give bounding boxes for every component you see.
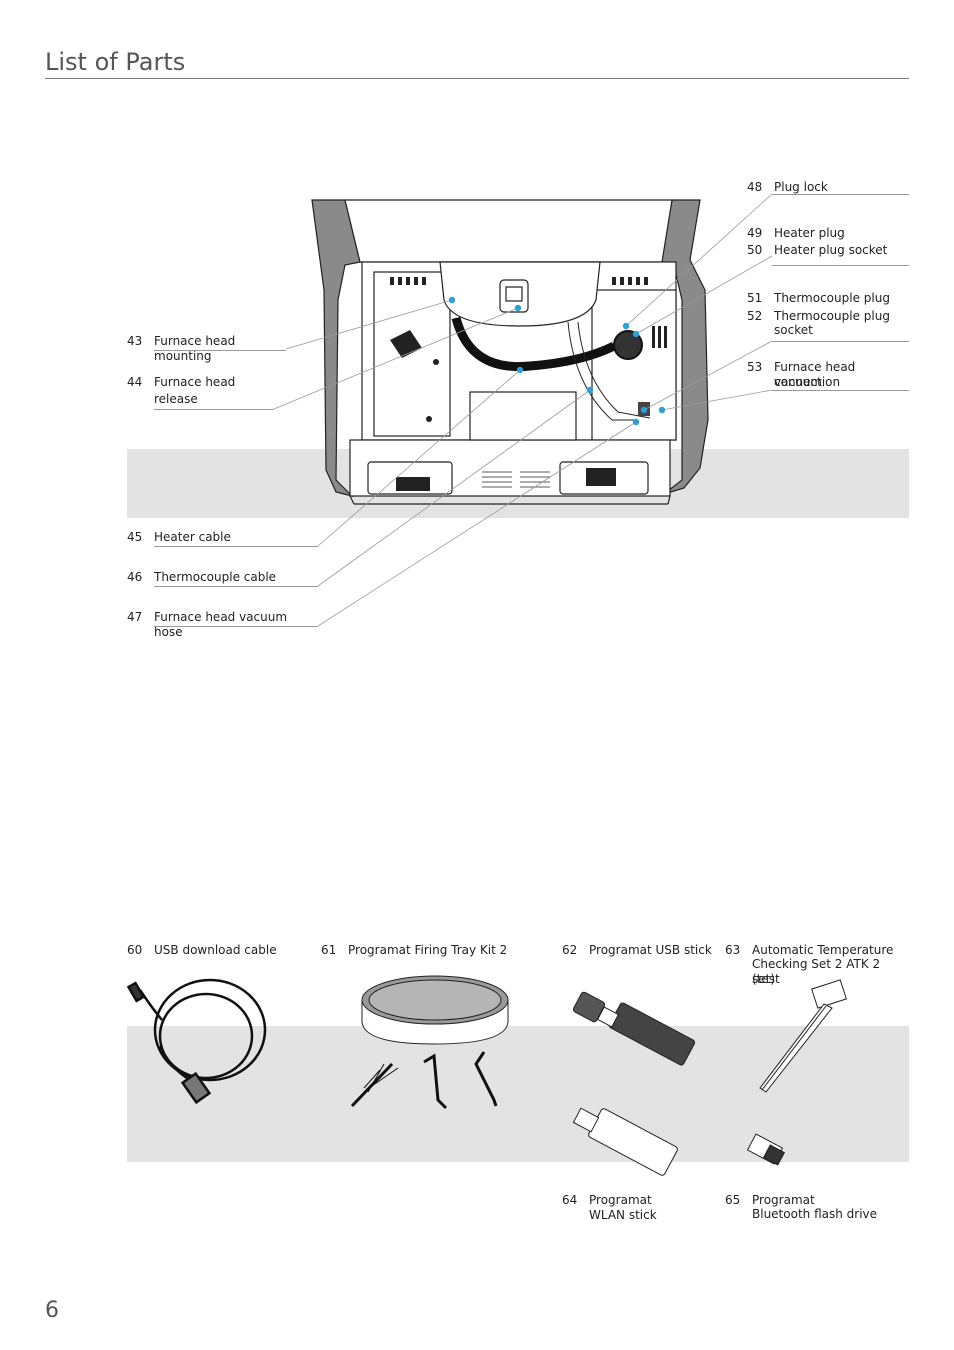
part-label-44: 44 Furnace head release — [127, 375, 236, 406]
part-underline-50 — [772, 265, 909, 266]
heater-cable — [451, 316, 617, 372]
part-underline-48 — [772, 194, 909, 195]
part-label-50: 50 Heater plug socket — [747, 243, 888, 257]
page-title: List of Parts — [45, 48, 186, 76]
part-label-53: 53 Furnace head vacuum connection — [747, 360, 856, 389]
accessory-label-65: 65 Programat Bluetooth flash drive — [725, 1193, 878, 1221]
firing-tray-illustration — [350, 975, 509, 1110]
part-underline-52 — [772, 341, 909, 342]
accessory-label-64: 64 Programat WLAN stick — [562, 1193, 657, 1222]
part-label-43: 43 Furnace head mounting — [127, 334, 236, 363]
part-label-46: 46 Thermocouple cable — [127, 570, 277, 584]
part-label-51: 51 Thermocouple plug — [747, 291, 890, 305]
furnace-body — [311, 199, 709, 505]
vent-lines — [482, 471, 550, 488]
accessory-label-62: 62 Programat USB stick — [562, 943, 712, 957]
part-underline-43 — [154, 350, 286, 351]
part-underline-44 — [154, 409, 274, 410]
thermocouple-cable — [567, 321, 636, 421]
gray-band-bottom — [127, 1026, 909, 1162]
bluetooth-drive-illustration — [746, 1133, 786, 1166]
part-label-45: 45 Heater cable — [127, 530, 231, 544]
atk-test-set-illustration — [759, 979, 847, 1093]
part-underline-46 — [154, 586, 318, 587]
page-number: 6 — [45, 1298, 59, 1323]
part-underline-53 — [772, 390, 909, 391]
heater-plug — [613, 330, 643, 360]
usb-cable-illustration — [126, 978, 267, 1105]
part-label-47: 47 Furnace head vacuum hose — [127, 610, 288, 639]
accessory-label-60: 60 USB download cable — [127, 943, 277, 957]
part-underline-47 — [154, 626, 318, 627]
part-underline-45 — [154, 546, 318, 547]
part-label-49: 49 Heater plug — [747, 226, 845, 240]
wlan-stick-illustration — [572, 1107, 678, 1176]
part-label-48: 48 Plug lock — [747, 180, 828, 194]
callout-lines — [273, 193, 773, 627]
vacuum-hose — [577, 321, 651, 419]
accessory-label-61: 61 Programat Firing Tray Kit 2 — [321, 943, 508, 957]
usb-stick-illustration — [572, 991, 696, 1066]
title-rule — [45, 78, 909, 79]
callout-dots — [448, 296, 666, 426]
accessory-label-63: 63 Automatic Temperature Checking Set 2 … — [725, 943, 894, 986]
part-label-52: 52 Thermocouple plug socket — [747, 309, 890, 337]
